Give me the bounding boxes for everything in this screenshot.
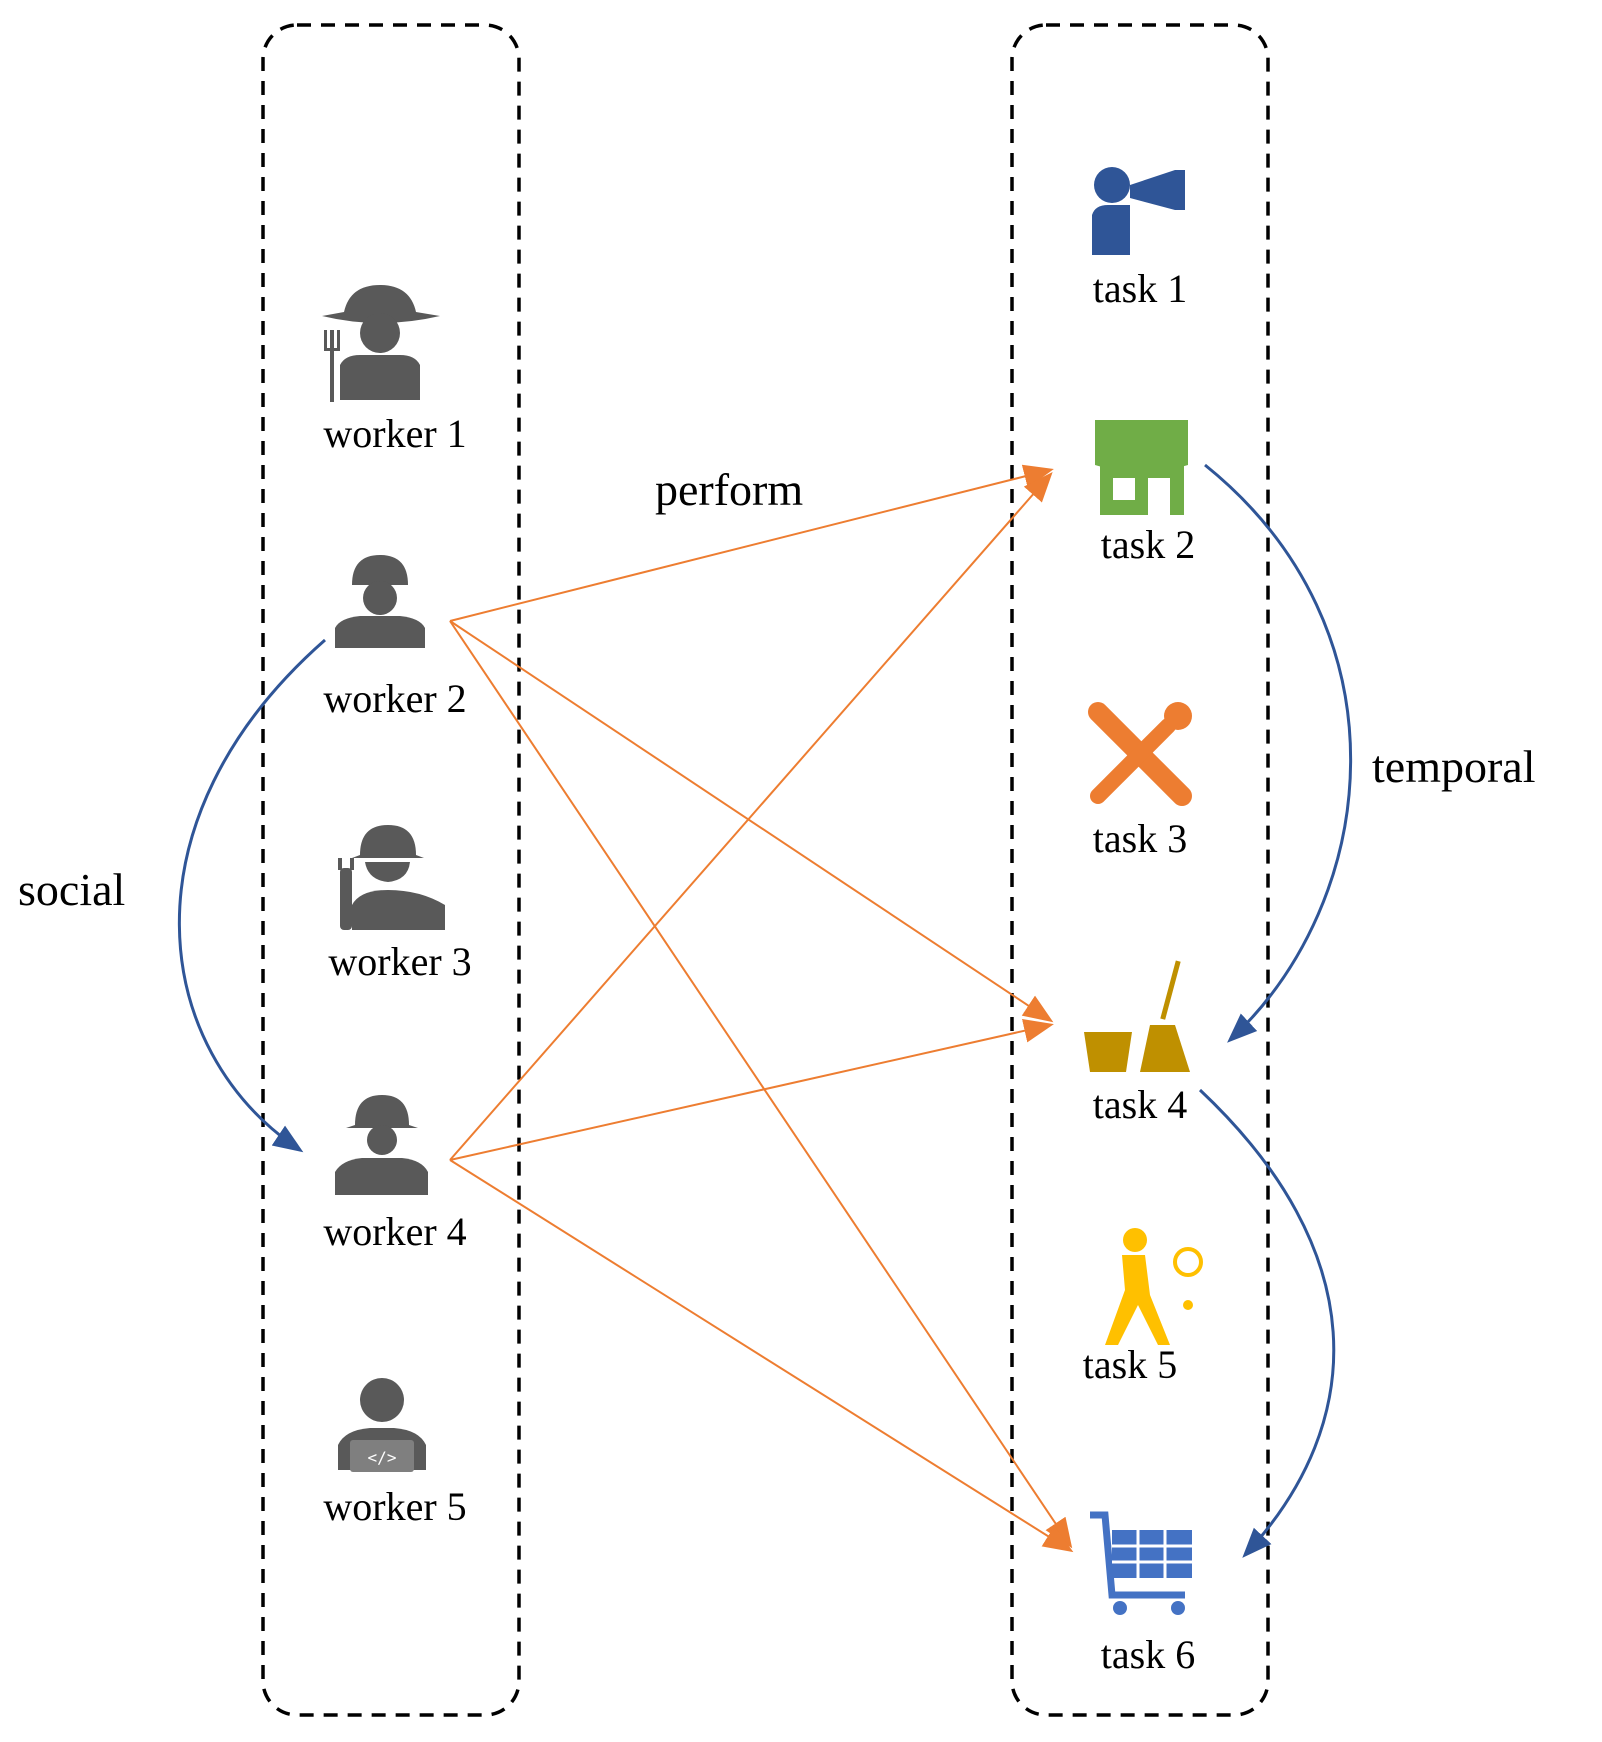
worker-node-3: worker 3 — [328, 825, 472, 984]
shopping-cart-icon — [1090, 1511, 1192, 1615]
perform-edge-worker2-task2 — [449, 464, 1054, 622]
task-node-1: task 1 — [1092, 167, 1187, 311]
task-node-3: task 3 — [1088, 702, 1192, 861]
task-label: task 1 — [1093, 266, 1187, 311]
social-edge-label: social — [18, 864, 125, 915]
perform-edge-worker2-task6 — [449, 620, 1073, 1549]
temporal-edge-label: temporal — [1372, 741, 1536, 792]
worker-label: worker 1 — [323, 411, 466, 456]
relation-edges — [177, 463, 1353, 1558]
programmer-icon: </> — [338, 1378, 426, 1472]
task-label: task 6 — [1101, 1632, 1195, 1677]
task-node-4: task 4 — [1084, 960, 1190, 1127]
firefighter-icon — [335, 1095, 428, 1195]
repair-tools-icon — [1088, 702, 1192, 806]
tennis-player-icon — [1105, 1228, 1203, 1345]
worker-node-1: worker 1 — [322, 285, 467, 456]
task-node-2: task 2 — [1095, 420, 1195, 567]
temporal-edge-task4-task6 — [1198, 1088, 1336, 1558]
svg-text:</>: </> — [368, 1448, 397, 1467]
perform-edge-label: perform — [655, 464, 803, 515]
construction-worker-icon — [335, 555, 425, 648]
worker-node-5: </> worker 5 — [323, 1378, 467, 1529]
task-label: task 5 — [1083, 1342, 1177, 1387]
electrician-icon — [338, 825, 445, 930]
perform-edge-worker4-task2 — [449, 471, 1053, 1161]
task-label: task 2 — [1101, 522, 1195, 567]
farmer-icon — [322, 285, 440, 402]
worker-node-4: worker 4 — [323, 1095, 467, 1254]
perform-edge-worker4-task4 — [449, 1019, 1054, 1161]
task-node-5: task 5 — [1083, 1228, 1203, 1387]
worker-label: worker 4 — [323, 1209, 466, 1254]
storefront-icon — [1095, 420, 1188, 515]
perform-edge-worker4-task6 — [449, 1159, 1074, 1553]
perform-edges — [449, 464, 1074, 1553]
worker-label: worker 2 — [323, 676, 466, 721]
temporal-edge-task2-task4 — [1204, 463, 1353, 1043]
task-node-6: task 6 — [1090, 1511, 1195, 1677]
perform-edge-worker2-task4 — [449, 620, 1054, 1023]
cleaning-bucket-broom-icon — [1084, 960, 1190, 1072]
social-edge-worker2-worker4 — [177, 638, 326, 1153]
worker-label: worker 3 — [328, 939, 471, 984]
task-label: task 3 — [1093, 816, 1187, 861]
task-label: task 4 — [1093, 1082, 1187, 1127]
worker-label: worker 5 — [323, 1484, 466, 1529]
worker-node-2: worker 2 — [323, 555, 467, 721]
megaphone-person-icon — [1092, 167, 1185, 255]
